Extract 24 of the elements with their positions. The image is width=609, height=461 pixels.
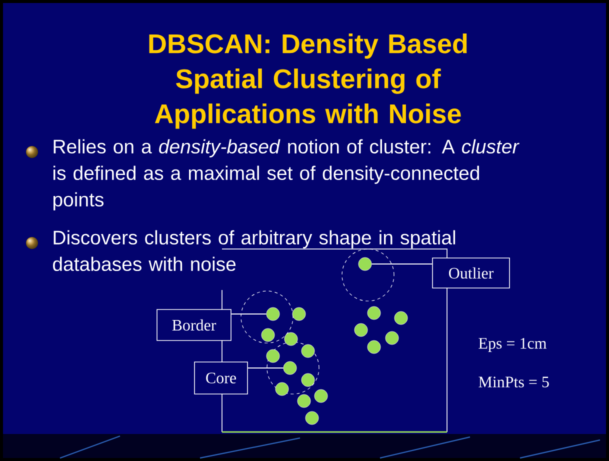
- parameter-text: MinPts = 5: [478, 376, 549, 388]
- data-point: [284, 332, 298, 346]
- data-point: [305, 411, 319, 425]
- data-point: [266, 307, 280, 321]
- data-point: [297, 394, 311, 408]
- slide-title: DBSCAN: Density Based Spatial Clustering of Applications with Noise: [149, 34, 467, 129]
- data-point: [301, 373, 315, 387]
- data-point: [385, 331, 399, 345]
- label-box: Core: [194, 362, 248, 394]
- data-point: [367, 306, 381, 320]
- data-point: [394, 311, 408, 325]
- parameter-text: Eps = 1cm: [478, 338, 547, 352]
- data-point: [275, 382, 289, 396]
- data-point: [358, 257, 372, 271]
- data-point: [266, 349, 280, 363]
- data-point: [367, 340, 381, 354]
- data-point: [314, 389, 328, 403]
- bullet-text: Relies on a density-based notion of cluster: A cluster is defined as a maximal set of density-connected points: [53, 139, 520, 210]
- data-point: [292, 307, 306, 321]
- data-point: [261, 328, 275, 342]
- data-point: [301, 344, 315, 358]
- label-box: Border: [156, 309, 232, 341]
- data-point: [354, 323, 368, 337]
- data-point: [283, 361, 297, 375]
